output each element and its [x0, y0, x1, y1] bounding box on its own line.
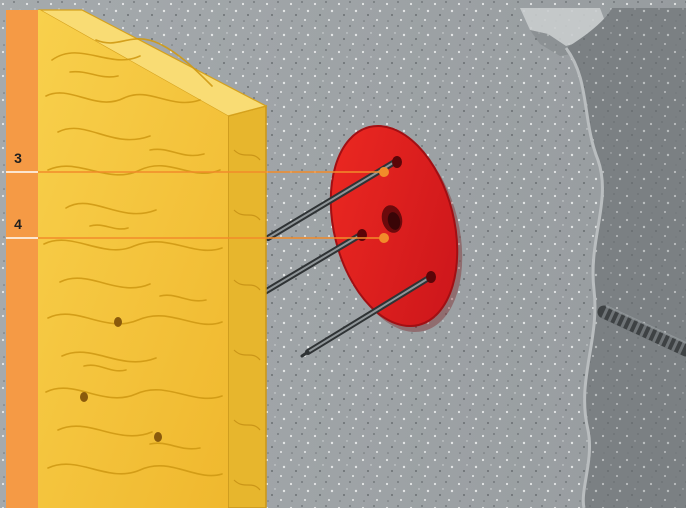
board-hole-marks	[80, 317, 162, 442]
insulation-board	[38, 10, 228, 508]
rebar-icon	[597, 305, 686, 357]
leader-dot-4	[379, 233, 389, 243]
callout-label-4: 4	[14, 216, 22, 232]
recess-edge	[564, 47, 604, 508]
insulation-board-edge	[228, 106, 266, 508]
wall-recess-texture	[566, 8, 686, 508]
callout-label-3: 3	[14, 150, 22, 166]
side-color-band	[6, 10, 38, 508]
insulation-fiber-texture	[43, 38, 223, 477]
board-edge-texture	[233, 149, 261, 491]
plaster-chip-shadow	[530, 24, 606, 56]
leader-dot-3	[379, 167, 389, 177]
insulation-board-top	[40, 10, 266, 116]
